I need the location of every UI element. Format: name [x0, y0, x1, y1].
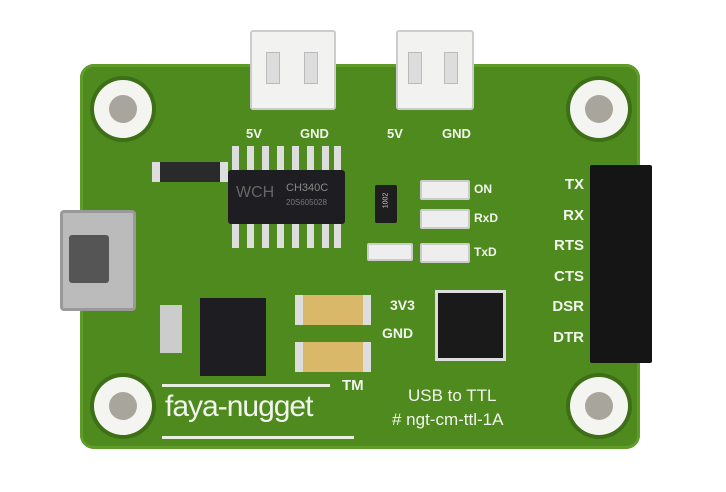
ch340c-chip: WCH CH340C 20S605028 [228, 146, 345, 250]
ic-brand: WCH [236, 184, 275, 201]
label-5v: 5V [387, 126, 403, 141]
mounting-hole [94, 80, 152, 138]
led-on [420, 180, 470, 200]
product-name: USB to TTL [408, 386, 497, 405]
label-5v: 5V [246, 126, 262, 141]
brand-name: faya-nugget [165, 390, 313, 423]
tantalum-capacitor [295, 295, 371, 325]
resistor-label: 1002 [382, 192, 390, 209]
pin-header [590, 165, 652, 363]
label-gnd-jumper: GND [382, 325, 414, 341]
power-connector-1 [250, 30, 336, 110]
pin-label-cts: CTS [554, 267, 584, 285]
led-txd [420, 243, 470, 263]
part-number: # ngt-cm-ttl-1A [392, 410, 504, 429]
pin-label-tx: TX [564, 176, 584, 193]
label-gnd: GND [442, 126, 471, 141]
led-rxd [420, 209, 470, 229]
mounting-hole [570, 80, 628, 138]
pin-label-dtr: DTR [553, 328, 584, 346]
label-on: ON [474, 182, 492, 196]
voltage-jumper-header [435, 290, 506, 361]
voltage-regulator [200, 298, 266, 376]
resistor [367, 243, 413, 261]
ic-code: 20S605028 [286, 198, 327, 207]
brand-underline [162, 384, 330, 387]
label-txd: TxD [474, 245, 497, 259]
regulator-tab [160, 305, 182, 353]
trademark: TM [342, 377, 364, 394]
resistor-array: 1002 [375, 185, 397, 223]
brand-underline [162, 436, 354, 439]
label-rxd: RxD [474, 211, 499, 225]
pin-labels: TX RX RTS CTS DSR DTR [530, 170, 584, 353]
pin-label-rx: RX [563, 206, 584, 224]
mounting-hole [94, 377, 152, 435]
micro-usb-port [60, 210, 136, 311]
ic-label: CH340C [286, 182, 329, 194]
label-3v3: 3V3 [390, 297, 415, 313]
label-gnd: GND [300, 126, 329, 141]
tantalum-capacitor [295, 342, 371, 372]
mounting-hole [570, 377, 628, 435]
diode [152, 162, 228, 182]
power-connector-2 [396, 30, 474, 110]
pin-label-dsr: DSR [552, 298, 584, 315]
pin-label-rts: RTS [554, 237, 584, 254]
